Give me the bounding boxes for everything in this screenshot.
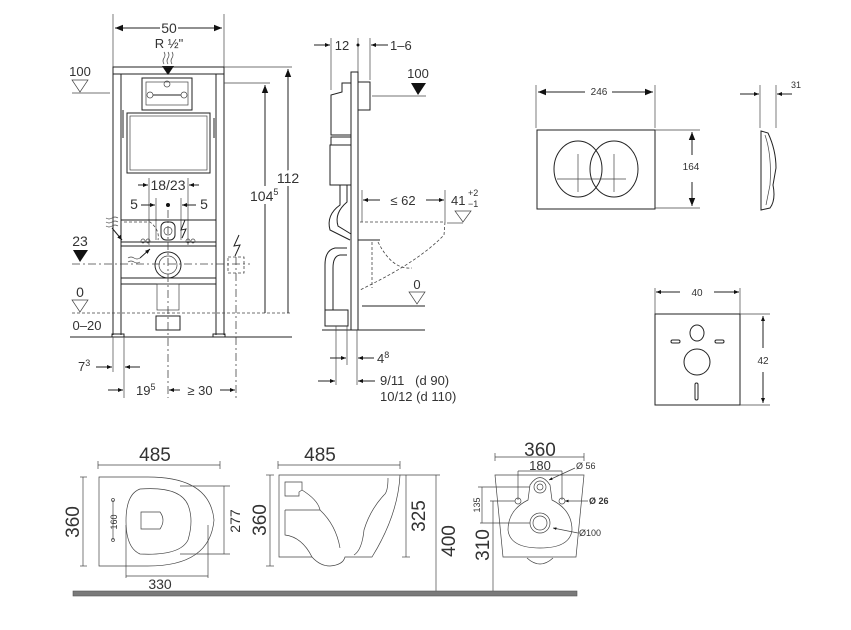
bolt-spacing-label: 160 bbox=[109, 514, 119, 529]
floor-range-label: 0–20 bbox=[73, 318, 102, 333]
level-0-label: 0 bbox=[76, 284, 84, 300]
svg-text:48: 48 bbox=[377, 350, 389, 366]
level-filled-marker-icon-2 bbox=[411, 83, 426, 95]
level-100-side-label: 100 bbox=[407, 66, 429, 81]
back-width-label: 360 bbox=[524, 440, 556, 461]
svg-text:73: 73 bbox=[78, 358, 90, 374]
top-inner-length-label: 330 bbox=[148, 576, 172, 592]
level-marker-icon-2 bbox=[71, 299, 89, 313]
thread-label: R ½" bbox=[155, 36, 184, 51]
electric-icon-2 bbox=[233, 234, 241, 257]
frame-front-view: 50 R ½" 100 18/23 5 bbox=[69, 14, 302, 398]
level-marker-icon-3 bbox=[454, 210, 472, 223]
water-icon bbox=[105, 216, 119, 228]
svg-text:41: 41 bbox=[451, 193, 465, 208]
electric-icon bbox=[180, 219, 187, 239]
height-1045-label: 104 bbox=[250, 188, 274, 204]
toilet-top-view: 485 160 360 277 330 bbox=[63, 445, 243, 592]
right-5-label: 5 bbox=[200, 196, 208, 212]
dim-le62-label: ≤ 62 bbox=[390, 193, 415, 208]
toilet-side-view: 485 360 325 400 bbox=[250, 445, 460, 592]
dim-41-label: 41 bbox=[451, 193, 465, 208]
inlet-dia-label: Ø 56 bbox=[576, 461, 596, 471]
arrow-down-icon bbox=[162, 66, 174, 75]
plate-width-label: 246 bbox=[591, 87, 608, 98]
mat-height-label: 42 bbox=[757, 356, 769, 367]
dim-41-plus: +2 bbox=[468, 188, 478, 198]
side-height-label: 360 bbox=[250, 504, 271, 536]
level-100-label: 100 bbox=[69, 64, 91, 79]
floor-line bbox=[72, 590, 578, 597]
height-112-label: 112 bbox=[277, 170, 300, 186]
dim-10-12-label: 10/12 (d 110) bbox=[380, 389, 456, 404]
side-length-label: 485 bbox=[304, 445, 336, 466]
dim-195-sup: 5 bbox=[150, 382, 155, 392]
dim-73-label: 7 bbox=[78, 359, 85, 374]
bolt-dia-label: Ø 26 bbox=[589, 496, 609, 506]
dim-41-minus: −1 bbox=[468, 199, 478, 209]
side-floor-height-label: 400 bbox=[439, 525, 460, 557]
floor-310-label: 310 bbox=[473, 529, 494, 561]
dim-9-11-label: 9/11 (d 90) bbox=[380, 373, 449, 388]
spacing-18-23-label: 18/23 bbox=[150, 177, 185, 193]
plate-height-label: 164 bbox=[683, 162, 700, 173]
svg-text:112: 112 bbox=[277, 170, 300, 186]
top-inner-width-label: 277 bbox=[227, 509, 243, 533]
dim-48-sup: 8 bbox=[384, 350, 389, 360]
plate-depth-label: 31 bbox=[791, 80, 801, 90]
dim-1-6-label: 1–6 bbox=[390, 38, 412, 53]
left-5-label: 5 bbox=[130, 196, 138, 212]
height-1045-sup: 5 bbox=[273, 187, 278, 197]
level-filled-marker-icon bbox=[73, 250, 88, 262]
frame-width-label: 50 bbox=[161, 20, 177, 36]
dim-ge30-label: ≥ 30 bbox=[187, 383, 212, 398]
level-marker-icon bbox=[71, 79, 89, 93]
dim-195-label: 19 bbox=[136, 383, 150, 398]
outlet-dia-label: Ø100 bbox=[579, 528, 601, 538]
level-23-label: 23 bbox=[72, 233, 88, 249]
level-marker-icon-4 bbox=[408, 291, 426, 305]
frame-side-view: 12 1–6 100 ≤ 62 41 +2 −1 bbox=[314, 38, 478, 404]
svg-text:1045: 1045 bbox=[250, 187, 278, 204]
dim-12-label: 12 bbox=[335, 38, 349, 53]
side-bowl-height-label: 325 bbox=[409, 500, 430, 532]
top-length-label: 485 bbox=[139, 445, 171, 466]
top-width-label: 360 bbox=[63, 506, 84, 538]
back-bolt-spacing-label: 180 bbox=[529, 458, 551, 473]
mat-width-label: 40 bbox=[691, 288, 703, 299]
dim-48-label: 4 bbox=[377, 351, 384, 366]
flush-plate-view: 246 164 31 bbox=[535, 80, 801, 211]
water-icon-2 bbox=[127, 256, 141, 264]
svg-text:195: 195 bbox=[136, 382, 155, 398]
toilet-back-view: 360 180 Ø 56 Ø 26 Ø100 135 310 bbox=[472, 440, 609, 592]
water-supply-icon bbox=[162, 51, 174, 65]
vertical-135-label: 135 bbox=[472, 497, 482, 512]
dim-73-sup: 3 bbox=[85, 358, 90, 368]
sound-mat-view: 40 42 bbox=[654, 288, 770, 406]
level-0-side-label: 0 bbox=[413, 277, 420, 292]
